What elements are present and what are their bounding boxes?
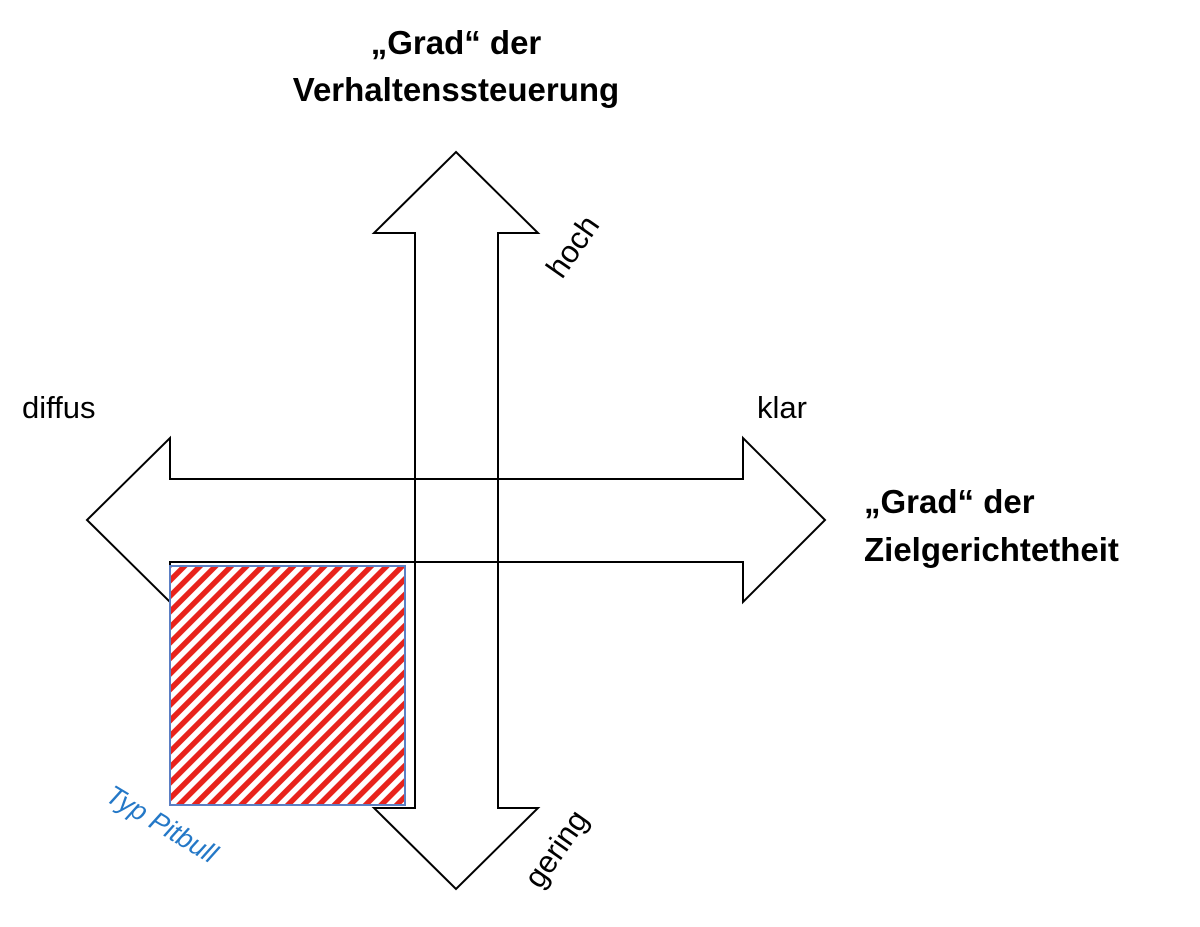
horizontal-left-label: diffus — [22, 390, 96, 425]
horizontal-axis-title-line1: „Grad“ der — [864, 483, 1035, 520]
horizontal-right-label: klar — [757, 390, 807, 425]
typ-pitbull-region — [169, 565, 406, 806]
horizontal-axis-title-line2: Zielgerichtetheit — [864, 531, 1119, 568]
vertical-axis-title-line1: „Grad“ der — [371, 24, 542, 61]
vertical-axis-title-line2: Verhaltenssteuerung — [293, 71, 619, 108]
vertical-high-label: hoch — [539, 209, 606, 284]
vertical-axis-arrow — [371, 150, 541, 891]
